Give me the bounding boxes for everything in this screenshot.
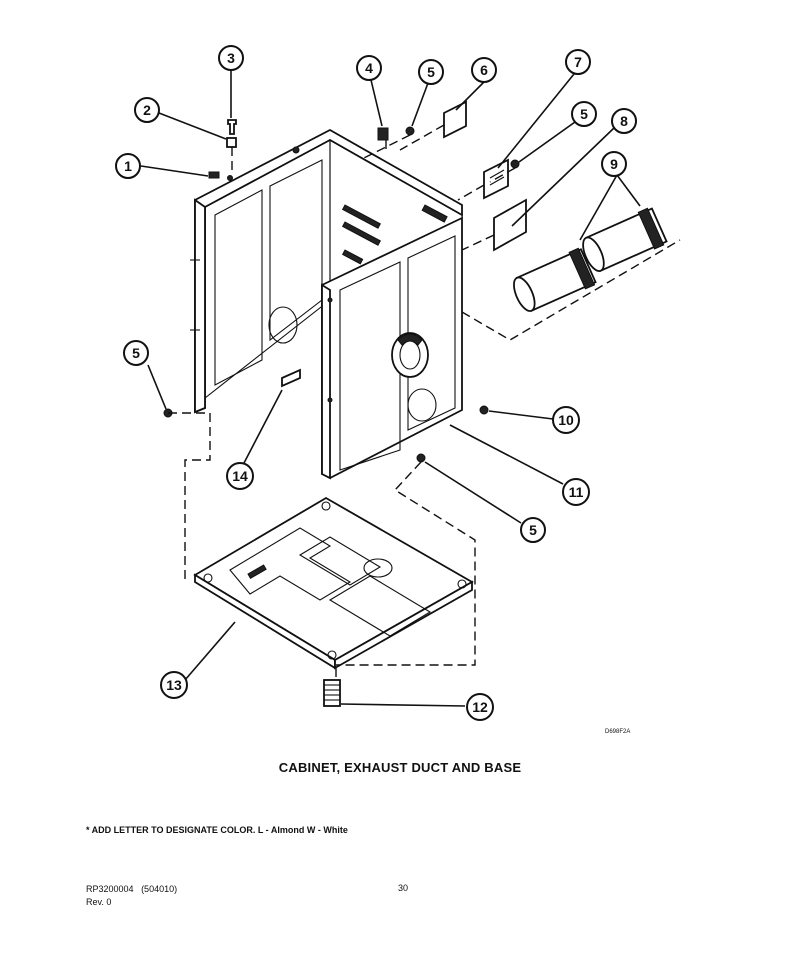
svg-text:3: 3 bbox=[227, 50, 235, 66]
svg-text:5: 5 bbox=[529, 522, 537, 538]
part-8-cover-plate bbox=[493, 198, 527, 252]
svg-text:2: 2 bbox=[143, 102, 151, 118]
svg-text:10: 10 bbox=[558, 412, 574, 428]
color-note: * ADD LETTER TO DESIGNATE COLOR. L - Alm… bbox=[86, 825, 348, 835]
svg-text:14: 14 bbox=[232, 468, 248, 484]
cabinet-front-panel bbox=[321, 216, 463, 480]
small-hardware bbox=[163, 100, 527, 707]
callout-10: 10 bbox=[552, 406, 580, 434]
callout-8: 8 bbox=[611, 108, 637, 134]
leader-lines bbox=[140, 70, 641, 707]
callout-14: 14 bbox=[226, 462, 254, 490]
doc-code: (504010) bbox=[141, 884, 178, 894]
doc-number: RP3200004 bbox=[86, 884, 134, 894]
callout-1: 1 bbox=[115, 153, 141, 179]
revision: Rev. 0 bbox=[86, 897, 112, 907]
document-info: RP3200004 (504010) Rev. 0 bbox=[86, 883, 177, 909]
svg-text:5: 5 bbox=[132, 345, 140, 361]
callout-3: 3 bbox=[218, 45, 244, 71]
svg-text:1: 1 bbox=[124, 158, 132, 174]
callout-2: 2 bbox=[134, 97, 160, 123]
callout-12: 12 bbox=[466, 693, 494, 721]
svg-text:13: 13 bbox=[166, 677, 182, 693]
callout-9: 9 bbox=[601, 151, 627, 177]
callout-5-left: 5 bbox=[123, 340, 149, 366]
part-6-cover-plate bbox=[443, 100, 467, 139]
part-5-screw-a bbox=[405, 126, 415, 136]
part-3-screw bbox=[227, 119, 237, 135]
svg-text:12: 12 bbox=[472, 699, 488, 715]
callout-4: 4 bbox=[356, 55, 382, 81]
part-12-leveling-leg bbox=[323, 679, 341, 707]
exhaust-duct-sections bbox=[513, 207, 668, 312]
svg-text:8: 8 bbox=[620, 113, 628, 129]
svg-text:6: 6 bbox=[480, 62, 488, 78]
part-10-screw bbox=[479, 405, 489, 415]
svg-text:5: 5 bbox=[427, 64, 435, 80]
callout-5-duct: 5 bbox=[571, 101, 597, 127]
assembly-dashed-lines bbox=[168, 124, 681, 680]
part-4-bracket bbox=[377, 127, 389, 141]
callout-5-bottom: 5 bbox=[520, 517, 546, 543]
callout-7: 7 bbox=[565, 49, 591, 75]
svg-text:5: 5 bbox=[580, 106, 588, 122]
callout-6: 6 bbox=[471, 57, 497, 83]
callout-5-top: 5 bbox=[418, 59, 444, 85]
part-2-nut bbox=[226, 137, 237, 148]
page-number: 30 bbox=[398, 883, 409, 893]
svg-text:7: 7 bbox=[574, 54, 582, 70]
cabinet-rear-panel bbox=[190, 128, 463, 414]
svg-text:9: 9 bbox=[610, 156, 618, 172]
part-1-clip bbox=[208, 171, 220, 179]
part-14-pad bbox=[281, 368, 301, 388]
part-5-screw-d bbox=[416, 453, 426, 463]
drawing-code: D698F2A bbox=[605, 729, 630, 735]
cabinet-base bbox=[193, 496, 474, 670]
svg-text:11: 11 bbox=[569, 484, 584, 500]
svg-text:4: 4 bbox=[365, 60, 373, 76]
callout-11: 11 bbox=[562, 478, 590, 506]
part-5-screw-b bbox=[510, 159, 520, 169]
callout-13: 13 bbox=[160, 671, 188, 699]
figure-caption: CABINET, EXHAUST DUCT AND BASE bbox=[278, 760, 522, 775]
